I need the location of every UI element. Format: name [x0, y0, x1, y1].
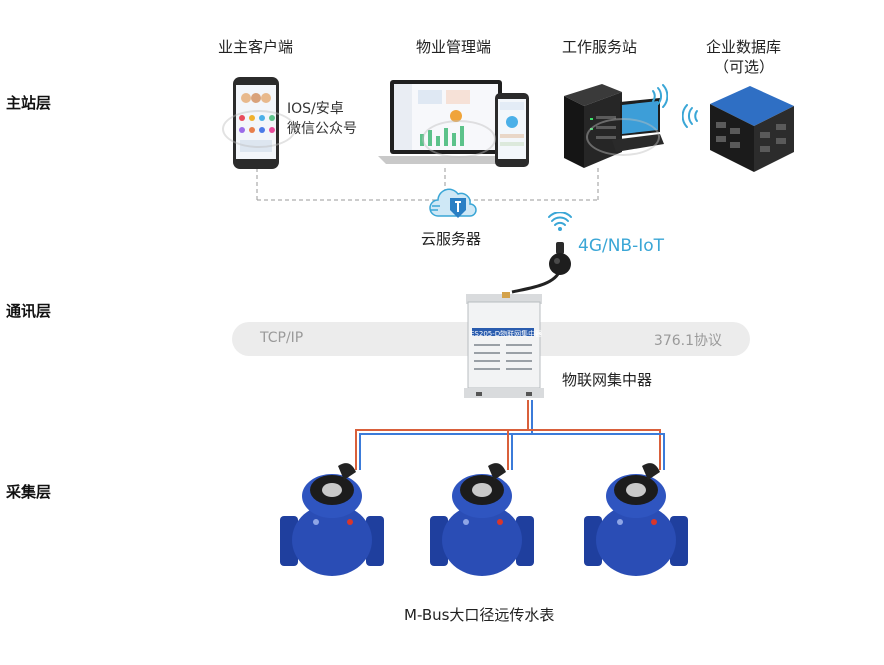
antenna-icon [548, 242, 572, 278]
owner-client-desc-2: 微信公众号 [287, 121, 357, 137]
cloud-icon [428, 186, 478, 224]
water-meter-icon [430, 460, 534, 580]
workstation-label: 工作服务站 [562, 38, 638, 56]
watermark-stamp [586, 118, 660, 156]
protocol-right: 376.1协议 [653, 333, 722, 349]
property-client-label: 物业管理端 [416, 38, 492, 56]
protocol-left: TCP/IP [260, 330, 304, 346]
owner-client-desc-1: IOS/安卓 [287, 101, 344, 117]
water-meter-icon [584, 460, 688, 580]
layer-label-master: 主站层 [6, 94, 52, 112]
network-label: 4G/NB-IoT [578, 236, 665, 256]
water-meter-icon [280, 460, 384, 580]
watermark-stamp [222, 110, 296, 148]
database-label: 企业数据库 [706, 38, 782, 56]
database-optional-label: （可选） [714, 58, 775, 76]
layer-label-comm: 通讯层 [6, 302, 52, 320]
concentrator-device-label: ES205-D物联网集中器 [470, 330, 543, 338]
tablet-icon [494, 92, 530, 168]
concentrator-device [464, 292, 544, 400]
database-icon [704, 82, 798, 174]
meters-label: M-Bus大口径远传水表 [404, 606, 555, 624]
wifi-icon [650, 84, 669, 108]
layer-label-collect: 采集层 [6, 483, 52, 501]
owner-client-label: 业主客户端 [218, 38, 294, 56]
concentrator-label: 物联网集中器 [562, 371, 653, 389]
wifi-icon [681, 104, 700, 128]
watermark-stamp [422, 120, 496, 158]
cloud-server-label: 云服务器 [421, 230, 482, 248]
wifi-icon [548, 211, 572, 234]
